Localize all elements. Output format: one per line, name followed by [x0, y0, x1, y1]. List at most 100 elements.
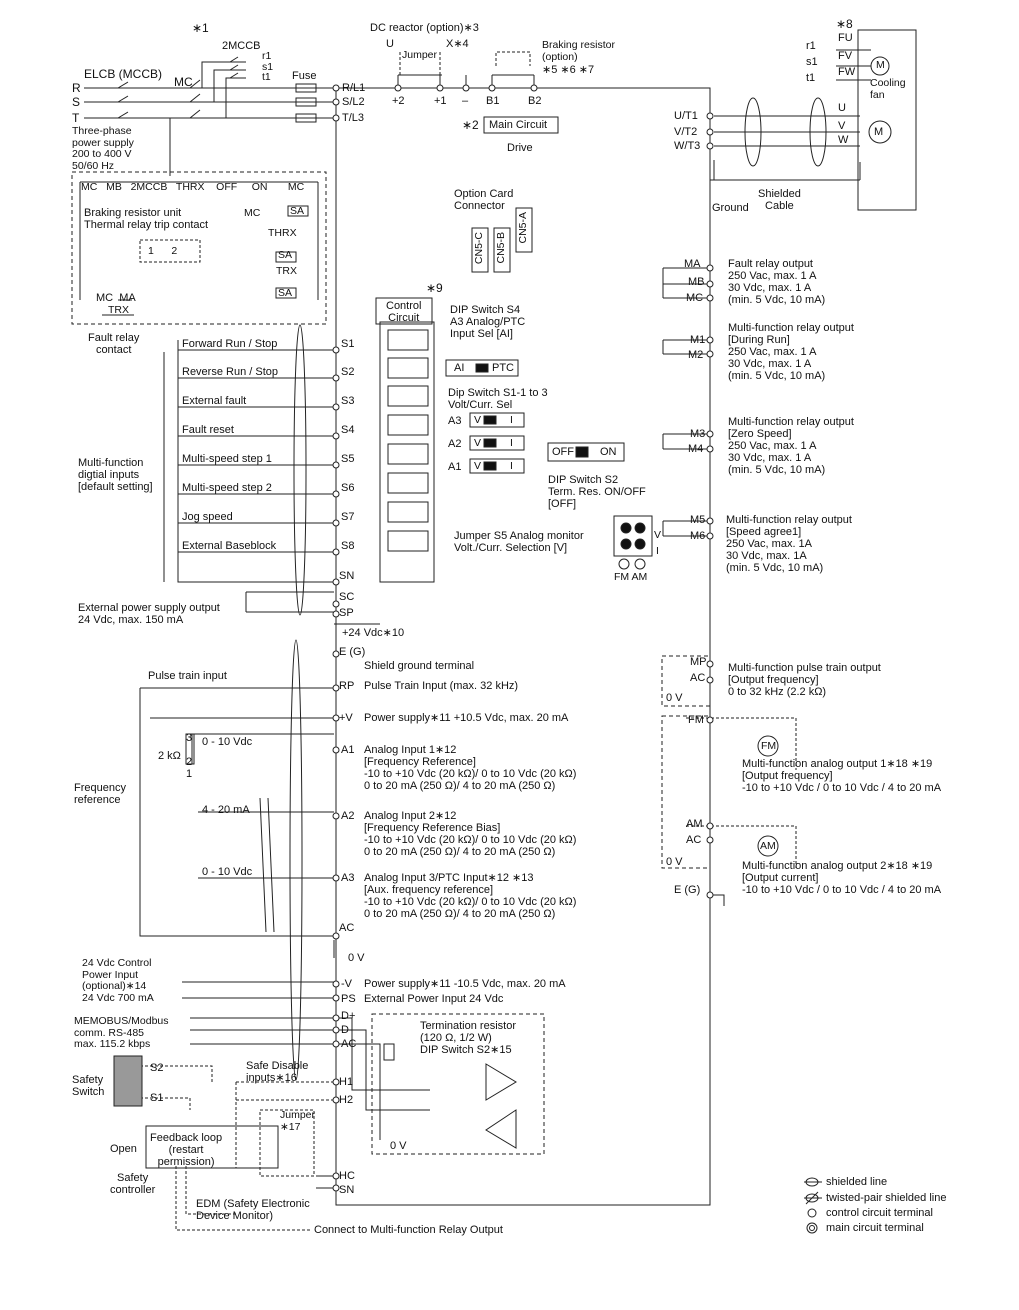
label-s: S [72, 95, 81, 109]
terminal-rl1: R/L1 [342, 82, 366, 94]
label-braking-resistor: Braking resistor (option) [542, 39, 615, 63]
terminal-ps: PS [341, 993, 356, 1005]
terminal-a3: A3 [341, 872, 355, 884]
fuse-s [295, 97, 317, 107]
label-analog-output-2: Multi-function analog output 2∗18 ∗19 [O… [742, 860, 942, 896]
label-analog-output-1: Multi-function analog output 1∗18 ∗19 [O… [742, 758, 942, 794]
terminal-s3: S3 [341, 395, 355, 407]
input-multi-speed-2: Multi-speed step 2 [182, 482, 272, 494]
label-drive: Drive [507, 142, 533, 154]
legend-control-terminal: control circuit terminal [826, 1207, 933, 1219]
terminal-plus2: +2 [392, 95, 405, 107]
label-jumper-top: Jumper [402, 49, 438, 61]
label-shield-ground: Shield ground terminal [364, 660, 475, 672]
connector-cn5b: CN5-B [495, 232, 507, 264]
label-minus-v-desc: Power supply∗11 -10.5 Vdc, max. 20 mA [364, 978, 566, 990]
label-sa-1: SA [290, 205, 305, 217]
label-safety-switch: Safety Switch [72, 1074, 105, 1098]
terminal-s6: S6 [341, 482, 355, 494]
label-digital-inputs-group: Multi-function digtial inputs [default s… [78, 457, 153, 493]
terminal-comm-ac: AC [341, 1038, 357, 1050]
input-external-fault: External fault [182, 395, 247, 407]
input-jog-speed: Jog speed [182, 511, 233, 523]
terminal-plus1: +1 [434, 95, 447, 107]
label-sw-a3-i: I [510, 414, 513, 426]
fuse-r [295, 83, 317, 93]
label-ai: AI [454, 362, 465, 374]
label-s1: s1 [262, 61, 274, 73]
terminal-tl3: T/L3 [342, 112, 365, 124]
terminal-mp: MP [690, 656, 707, 668]
terminal-ma: MA [684, 258, 701, 270]
label-ext-power-output: External power supply output 24 Vdc, max… [78, 602, 220, 626]
terminal-circles [332, 84, 714, 1192]
label-pot-pins: 3 2 1 [186, 732, 193, 780]
terminal-pulse-ac: AC [690, 672, 706, 684]
terminal-s7: S7 [341, 511, 355, 523]
label-fan-t1: t1 [806, 72, 816, 84]
terminal-ac: AC [339, 922, 355, 934]
label-dc-reactor: DC reactor (option)∗3 [370, 22, 479, 34]
label-sw-a1-i: I [510, 460, 513, 472]
terminal-m4: M4 [688, 443, 704, 455]
terminal-am: AM [686, 818, 703, 830]
fuse-t [295, 113, 317, 123]
fan-motor-m: M [876, 59, 885, 71]
label-a2-desc: Analog Input 2∗12 [Frequency Reference B… [364, 810, 577, 858]
label-dip-s1: Dip Switch S1-1 to 3 Volt/Curr. Sel [448, 387, 548, 411]
label-ps-desc: External Power Input 24 Vdc [364, 993, 504, 1005]
label-sw-a2: A2 [448, 438, 462, 450]
terminal-h1: H1 [339, 1076, 354, 1088]
label-t: T [72, 111, 80, 125]
note-1: ∗1 [192, 21, 209, 35]
label-three-phase-supply: Three-phase power supply 200 to 400 V 50… [72, 125, 134, 172]
terminal-sp: SP [339, 607, 354, 619]
terminal-sn: SN [339, 570, 355, 582]
terminal-safety-sn: SN [339, 1184, 355, 1196]
terminal-sl2: S/L2 [342, 96, 365, 108]
input-external-baseblock: External Baseblock [182, 540, 277, 552]
label-motor-u: U [838, 102, 846, 114]
terminal-a2: A2 [341, 810, 355, 822]
legend-shielded-line: shielded line [826, 1176, 888, 1188]
notes-5-6-7: ∗5 ∗6 ∗7 [542, 64, 595, 76]
terminal-m3: M3 [690, 428, 706, 440]
label-relay-speed-agree: Multi-function relay output [Speed agree… [726, 514, 852, 574]
terminal-ut1: U/T1 [674, 110, 698, 122]
note-9: ∗9 [426, 281, 443, 295]
terminal-hc: HC [339, 1170, 355, 1182]
label-fan-s1: s1 [806, 56, 818, 68]
terminal-m1: M1 [690, 334, 706, 346]
terminal-minus: – [462, 95, 469, 107]
legend-twisted-pair: twisted-pair shielded line [826, 1192, 947, 1204]
terminal-wt3: W/T3 [674, 140, 701, 152]
label-fan-r1: r1 [806, 40, 816, 52]
label-control-power: 24 Vdc Control Power Input (optional)∗14… [82, 957, 154, 1004]
label-motor-v: V [838, 120, 846, 132]
label-on: ON [600, 446, 617, 458]
input-forward-run: Forward Run / Stop [182, 338, 278, 350]
label-mc: MC [174, 75, 193, 89]
braking-unit-box [71, 171, 327, 325]
label-comm-0v: 0 V [390, 1140, 407, 1152]
label-jumper-v: V [654, 529, 662, 541]
terminal-s8: S8 [341, 540, 355, 552]
label-sw-a3: A3 [448, 415, 462, 427]
terminal-minus-v: -V [341, 978, 352, 990]
label-jumper-s5: Jumper S5 Analog monitor Volt./Curr. Sel… [454, 530, 584, 554]
label-r1: r1 [262, 50, 272, 62]
label-dip-s2: DIP Switch S2 Term. Res. ON/OFF [OFF] [548, 474, 646, 510]
terminal-analog-ac: AC [686, 834, 702, 846]
label-sw-a2-i: I [510, 437, 513, 449]
label-sw-a1: A1 [448, 461, 462, 473]
label-main-circuit: Main Circuit [489, 119, 548, 131]
label-connect-relay: Connect to Multi-function Relay Output [314, 1224, 503, 1236]
terminal-b1: B1 [486, 95, 500, 107]
terminal-rp: RP [339, 680, 355, 692]
label-shielded-cable: Shielded Cable [758, 188, 801, 212]
label-control-circuit: Control Circuit [386, 300, 422, 324]
terminal-m2: M2 [688, 349, 704, 361]
label-24vdc: +24 Vdc∗10 [342, 627, 405, 639]
label-analog-0v: 0 V [666, 856, 683, 868]
